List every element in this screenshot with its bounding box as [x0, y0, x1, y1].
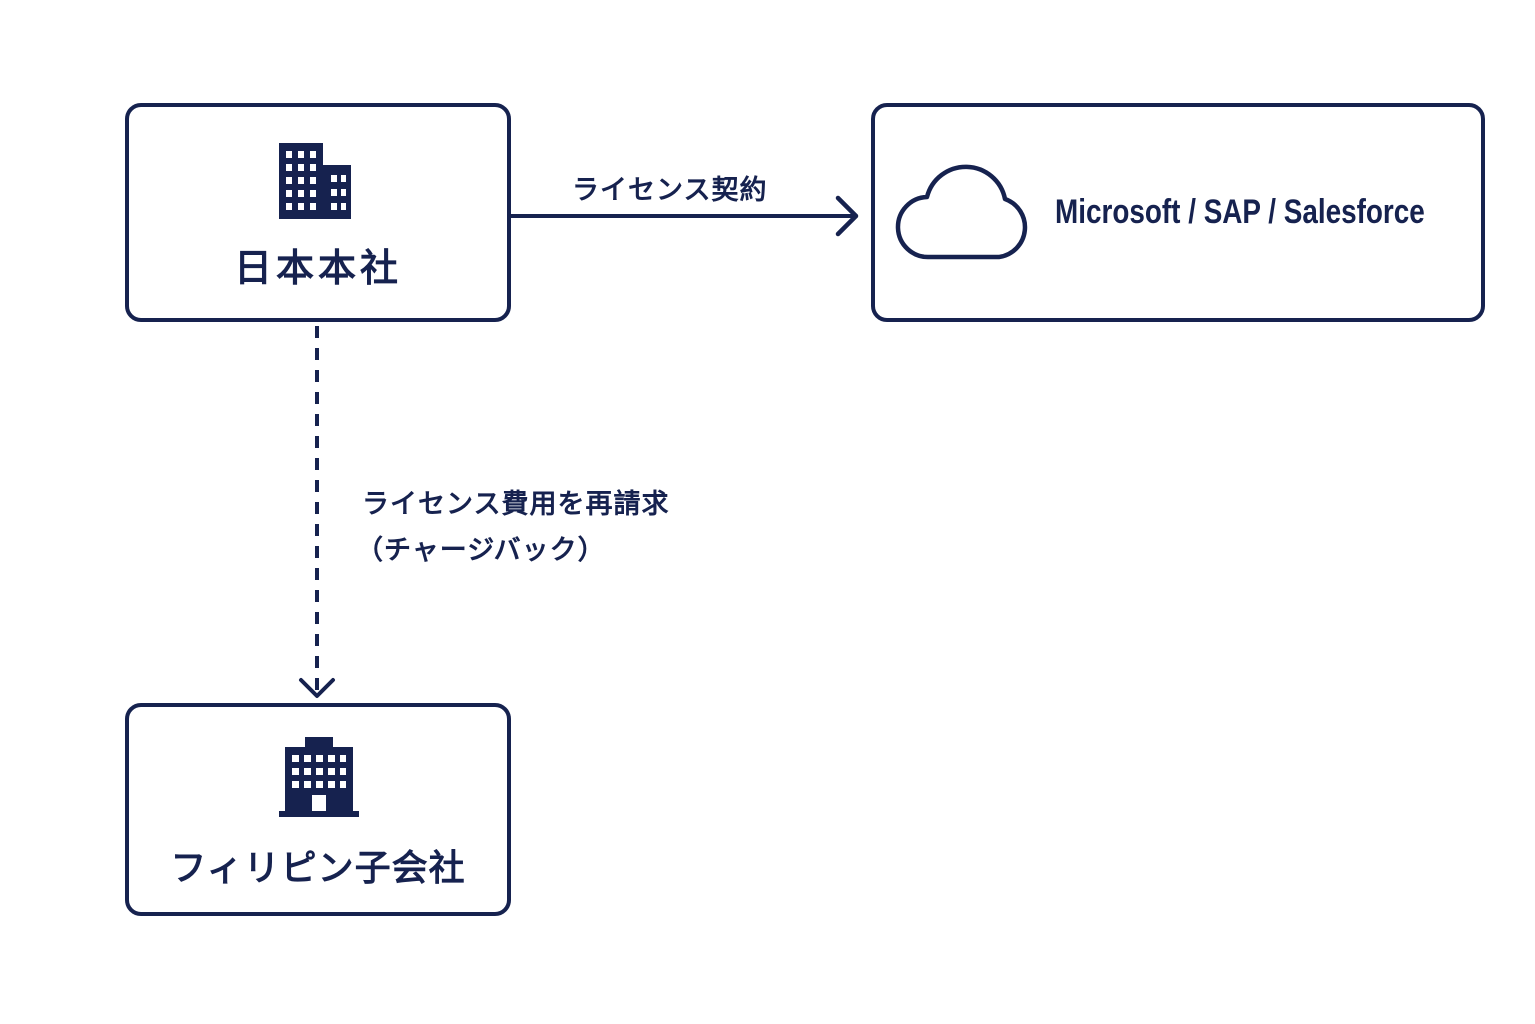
- edge-contract-arrow: [509, 195, 859, 237]
- office-building-icon: [279, 737, 359, 817]
- edge-contract-label: ライセンス契約: [572, 175, 768, 206]
- edge-chargeback-label-line1: ライセンス費用を再請求: [362, 489, 670, 520]
- node-cloud-vendors-label: Microsoft / SAP / Salesforce: [1055, 193, 1425, 231]
- edge-chargeback-arrow: [299, 326, 335, 698]
- office-building-icon: [279, 143, 351, 219]
- node-philippines-subsidiary: フィリピン子会社: [125, 703, 511, 916]
- node-philippines-subsidiary-label: フィリピン子会社: [170, 848, 466, 889]
- edge-chargeback-label-line2: （チャージバック）: [356, 535, 606, 566]
- cloud-icon: [895, 164, 1028, 260]
- node-japan-hq-label: 日本本社: [233, 246, 402, 290]
- node-japan-hq: 日本本社: [125, 103, 511, 322]
- node-cloud-vendors: Microsoft / SAP / Salesforce: [871, 103, 1485, 322]
